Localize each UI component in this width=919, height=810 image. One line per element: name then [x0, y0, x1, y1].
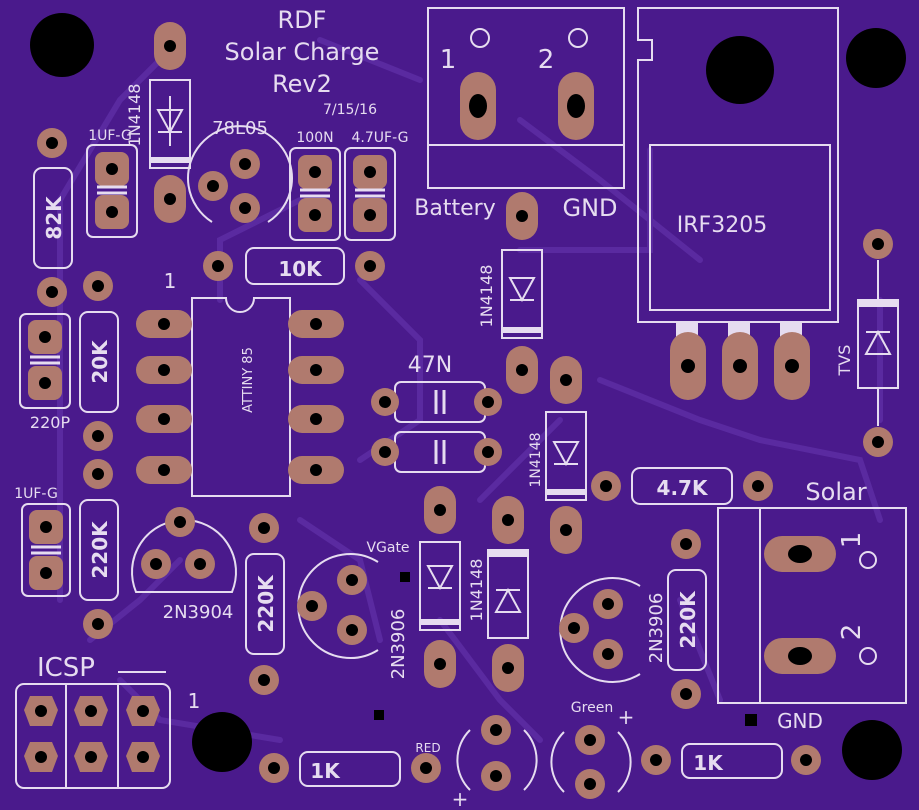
mount-hole-tl [30, 13, 94, 77]
q-2n3906-mid-label: 2N3906 [388, 609, 409, 680]
mcu-pin1-label: 1 [164, 269, 177, 293]
diode-top-label: 1N4148 [125, 84, 144, 147]
red-label: RED [415, 741, 440, 755]
diode-tvs: TVS [835, 229, 899, 457]
title-line-1: RDF [278, 6, 327, 34]
term-top-2: 2 [538, 45, 555, 75]
terminal-battery: 1 2 Battery GND [414, 7, 625, 222]
title-line-3: Rev2 [272, 70, 332, 98]
r-82k-label: 82K [42, 195, 66, 240]
title-line-2: Solar Charge [225, 38, 380, 66]
copper-traces [57, 37, 883, 743]
transistor-2n3906-right: 2N3906 [559, 577, 667, 683]
cap-1uf-top-label: 1UF-G [88, 128, 132, 144]
regulator-78l05: 78L05 [187, 118, 293, 223]
mosfet-label: IRF3205 [677, 213, 767, 238]
r-1k-right-label: 1K [693, 751, 724, 775]
diode-mid: 1N4148 [477, 192, 543, 394]
led-red: + [452, 715, 538, 810]
mount-hole-bl [192, 712, 252, 772]
tvs-label: TVS [835, 345, 854, 377]
diode-top: 1N4148 [125, 22, 191, 223]
vgate-label: VGate [366, 540, 409, 556]
cap-100n: 100N [289, 130, 341, 241]
icsp-label: ICSP [37, 653, 95, 683]
cap-1uf-top: 1UF-G [86, 128, 138, 238]
date-label: 7/15/16 [323, 102, 377, 118]
battery-label: Battery [414, 196, 495, 221]
plus-red-label: + [452, 787, 469, 810]
resistor-1k-left: 1K RED [259, 741, 441, 787]
r-20k-label: 20K [88, 339, 112, 384]
diode-right-label: 1N4148 [528, 432, 544, 487]
led-green: Green + [550, 700, 635, 799]
diode-mid-label: 1N4148 [477, 265, 496, 328]
cap-47uf-label: 4.7UF-G [352, 130, 409, 146]
transistor-2n3906-mid: VGate 2N3906 [297, 540, 410, 720]
header-icsp: ICSP 1 [15, 653, 201, 789]
cap-1uf-left: 1UF-G [14, 486, 71, 597]
solar-label: Solar [805, 478, 866, 506]
mount-hole-tr [846, 28, 906, 88]
diode-right: 1N4148 [528, 356, 587, 554]
icsp-pin1-label: 1 [188, 689, 201, 713]
cap-47n: 47N [371, 353, 502, 473]
resistor-10k: 10K [203, 247, 385, 285]
r-47k-label: 4.7K [657, 476, 709, 500]
transistor-2n3904: 2N3904 [131, 507, 237, 623]
mcu-label: ATTINY 85 [241, 347, 256, 413]
diode-bottom: 1N4148 [467, 496, 529, 692]
r-220k-left-label: 220K [88, 520, 112, 579]
gnd-top-label: GND [562, 194, 617, 222]
r-1k-left-label: 1K [310, 759, 341, 783]
resistor-82k: 82K [33, 128, 73, 307]
reg-label: 78L05 [212, 118, 268, 139]
r-10k-label: 10K [278, 257, 323, 281]
cap-220p: 220P [19, 313, 71, 432]
term-right-2: 2 [837, 624, 867, 641]
resistor-220k-right: 220K [667, 529, 707, 709]
term-right-1: 1 [837, 532, 867, 549]
mosfet-tab-hole [706, 36, 774, 104]
resistor-1k-right: 1K [641, 743, 821, 779]
resistor-4-7k: 4.7K [591, 467, 773, 505]
resistor-220k-mid: 220K [245, 513, 285, 695]
mosfet-irf3205: IRF3205 [637, 7, 839, 400]
cap-4-7uf: 4.7UF-G [344, 130, 409, 241]
term-top-1: 1 [440, 45, 457, 75]
resistor-220k-left: 220K [79, 459, 119, 639]
q-2n3906-right-label: 2N3906 [646, 593, 667, 664]
resistor-20k: 20K [79, 271, 119, 451]
diode-gate [419, 486, 461, 688]
r-220k-mid-label: 220K [254, 574, 278, 633]
gnd-bottom-label: GND [777, 709, 823, 733]
plus-green-label: + [618, 705, 635, 729]
diode-bottom-label: 1N4148 [467, 559, 486, 622]
c-220p-label: 220P [30, 413, 71, 432]
cap-47n-label: 47N [408, 353, 452, 378]
mcu-attiny85: 1 ATTINY 85 [136, 269, 344, 497]
green-label: Green [571, 700, 613, 716]
cap-1uf-left-label: 1UF-G [14, 486, 58, 502]
cap-100n-label: 100N [296, 130, 333, 146]
mount-hole-br [842, 720, 902, 780]
q-2n3904-label: 2N3904 [163, 602, 234, 623]
terminal-solar: Solar 1 2 GND [717, 478, 907, 733]
r-220k-right-label: 220K [676, 590, 700, 649]
